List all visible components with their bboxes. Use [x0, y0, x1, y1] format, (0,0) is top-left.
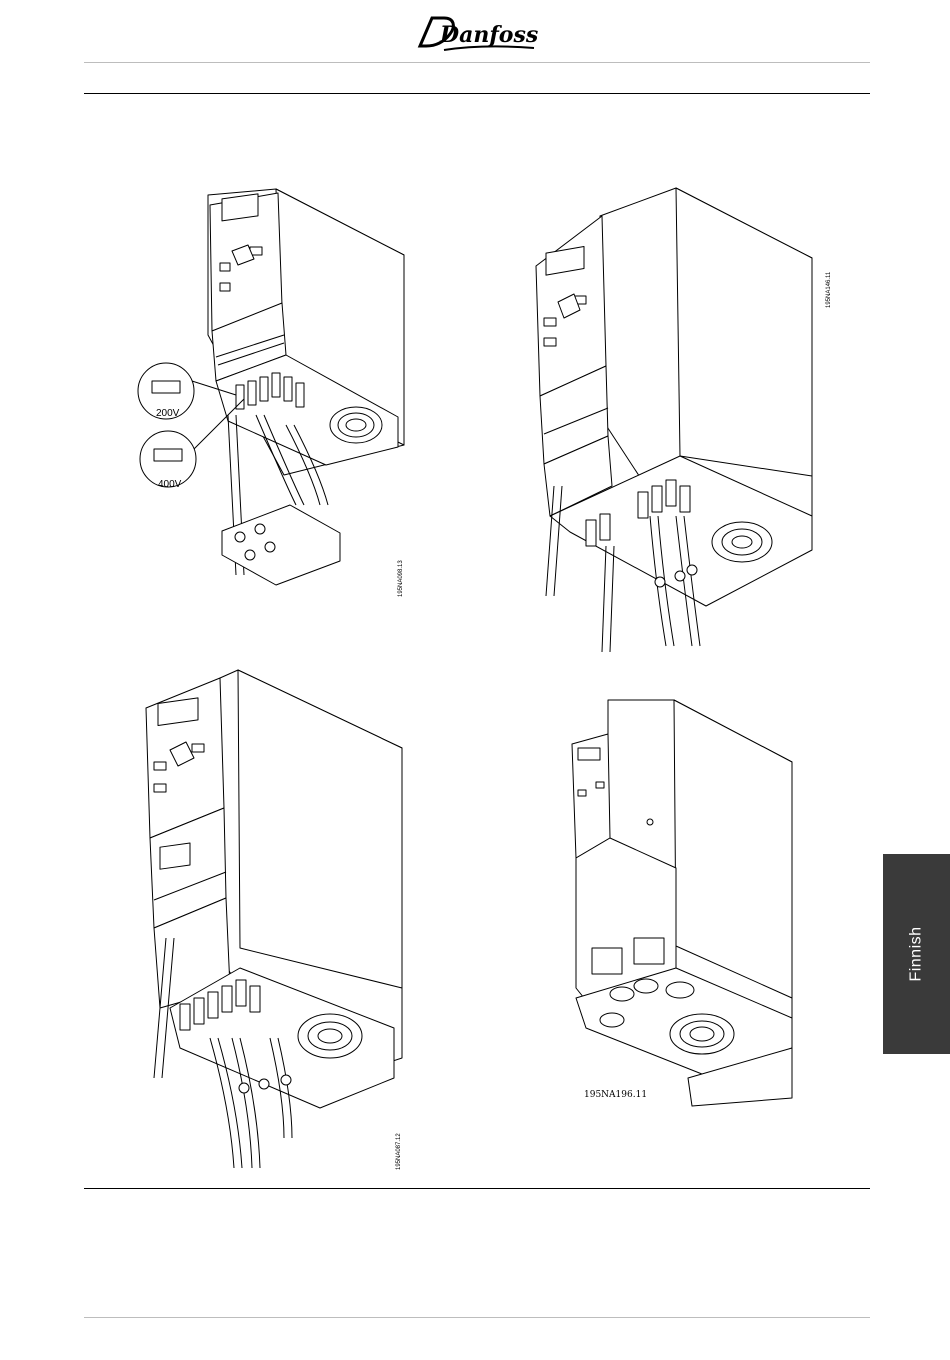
figure-code: 195NA087.12	[396, 1133, 402, 1170]
danfoss-logo: Danfoss	[414, 12, 538, 54]
figure-code: 195NA146.11	[826, 272, 832, 308]
keypad-button	[154, 762, 166, 770]
cable-clamp-bracket	[222, 505, 340, 585]
display-window	[222, 194, 258, 221]
callout-label-200v: 200V	[156, 408, 180, 419]
display-window	[578, 748, 600, 760]
power-terminal-left	[592, 948, 622, 974]
callout-label-400v: 400V	[158, 479, 182, 490]
logo-text: Danfoss	[439, 22, 538, 48]
figure-bottom-right: 195NA196.11	[572, 698, 812, 1108]
figure-code: 195NA196.11	[584, 1090, 647, 1100]
figure-bottom-left: 195NA087.12	[140, 668, 420, 1178]
language-tab: Finnish	[883, 854, 950, 1054]
keypad-button	[220, 263, 230, 271]
figure-top-right: 195NA146.11	[530, 186, 830, 656]
header-rule-light	[84, 62, 870, 63]
footer-rule-light	[84, 1317, 870, 1318]
footer-rule	[84, 1188, 870, 1189]
power-terminal-right	[634, 938, 664, 964]
danfoss-logo-mark: Danfoss	[414, 12, 538, 54]
figure-top-left: 200V 400V 195NA098.13	[136, 185, 416, 605]
figure-code: 195NA098.13	[398, 560, 404, 597]
header-rule	[84, 93, 870, 94]
keypad-button	[578, 790, 586, 796]
keypad-button	[544, 318, 556, 326]
language-tab-label: Finnish	[907, 926, 925, 981]
